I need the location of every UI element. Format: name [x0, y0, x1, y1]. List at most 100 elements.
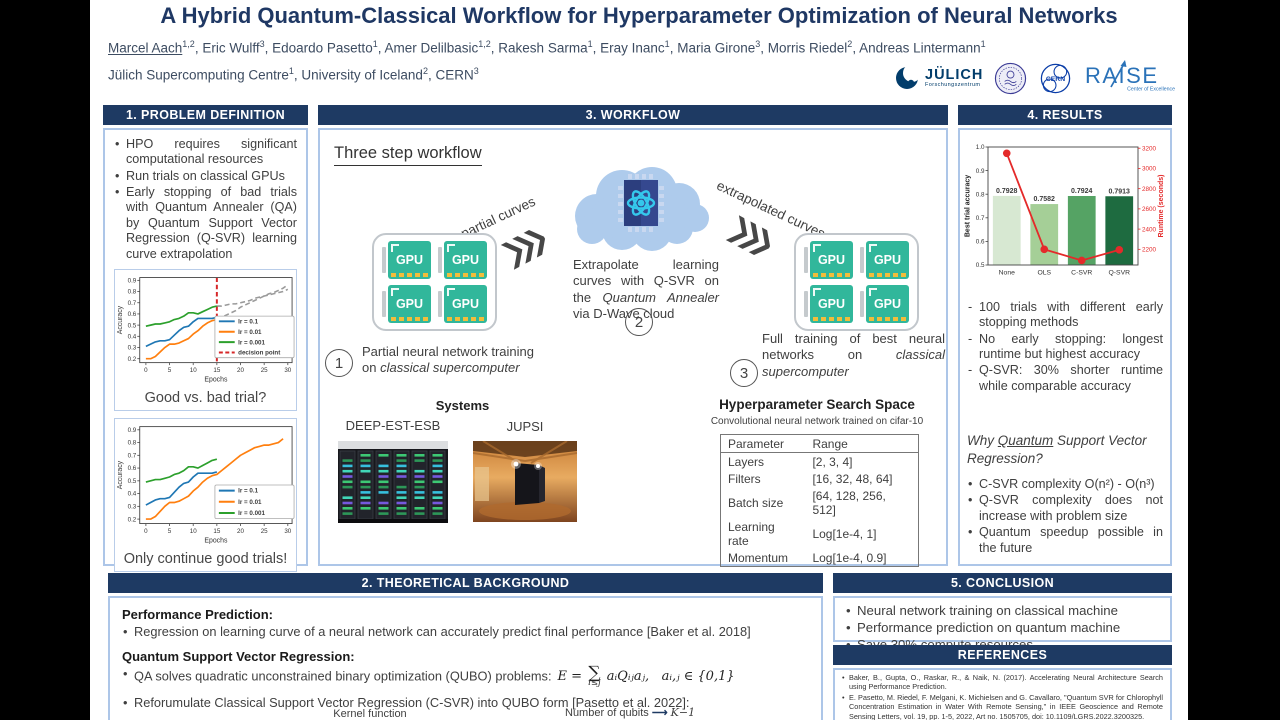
jupsi-photo: [473, 441, 577, 522]
author-affiliation-superscript: 1: [664, 39, 670, 49]
table-cell: [2, 3, 4]: [812, 454, 853, 469]
gpu-unit: GPU: [382, 285, 431, 323]
author-name: University of Iceland: [301, 67, 423, 83]
svg-text:lr = 0.001: lr = 0.001: [238, 510, 265, 517]
table-cell: Log[1e-4, 1]: [812, 526, 877, 541]
svg-text:0.3: 0.3: [128, 503, 137, 510]
qsvr-bullets: QA solves quadratic unconstrained binary…: [122, 664, 809, 711]
gpu-card-icon: GPU: [866, 241, 909, 279]
number-of-qubits-annotation: Number of qubits ⟶ K−1: [565, 706, 696, 719]
svg-text:5: 5: [168, 367, 172, 374]
svg-text:0.7: 0.7: [128, 452, 137, 459]
results-bullet: Q-SVR: 30% shorter runtime while compara…: [967, 363, 1163, 394]
author-name: Morris Riedel: [767, 40, 848, 56]
table-cell: Momentum: [728, 550, 789, 565]
gpu-unit: GPU: [438, 241, 487, 279]
svg-text:2600: 2600: [1142, 206, 1157, 213]
svg-text:25: 25: [261, 528, 268, 535]
gpu-connector-tab: [438, 247, 442, 273]
bullet: Reforumulate Classical Support Vector Re…: [122, 695, 809, 711]
author-name: Andreas Lintermann: [859, 40, 981, 56]
author-name: Eric Wulff: [202, 40, 260, 56]
svg-text:10: 10: [190, 367, 197, 374]
svg-text:0.4: 0.4: [128, 333, 137, 340]
juelich-logo-text: JÜLICH: [925, 66, 984, 83]
why-quantum-bullets: C-SVR complexity O(n²) - O(n³)Q-SVR comp…: [967, 477, 1163, 556]
step-number-1: 1: [325, 349, 353, 377]
why-bullet: Q-SVR complexity does not increase with …: [967, 493, 1163, 524]
table-header-cell: Parameter: [720, 434, 806, 453]
author-affiliation-superscript: 3: [473, 66, 479, 76]
svg-text:lr = 0.001: lr = 0.001: [238, 339, 265, 346]
gpu-connector-tab: [804, 291, 808, 317]
right-arrow-icon: ⟶: [651, 707, 668, 719]
svg-text:Epochs: Epochs: [204, 537, 228, 544]
svg-text:0.9: 0.9: [128, 427, 137, 434]
table-row: Layers[2, 3, 4]: [721, 453, 919, 471]
deep-est-esb-label: DEEP-EST-ESB: [345, 418, 441, 433]
svg-text:lr = 0.01: lr = 0.01: [238, 329, 262, 336]
text-run: Quantum Annealer: [602, 289, 720, 305]
text-run: Support Vector Regression?: [967, 433, 1147, 466]
juelich-logo: JÜLICH Forschungszentrum: [895, 65, 983, 91]
author-affiliation-superscript: 1: [587, 39, 593, 49]
university-iceland-seal-icon: [995, 62, 1027, 94]
section-heading: 3. WORKFLOW: [318, 105, 948, 125]
authors-line: Marcel Aach1,2, Eric Wulff3, Edoardo Pas…: [108, 39, 986, 56]
bullet-with-formula: QA solves quadratic unconstrained binary…: [122, 664, 809, 688]
svg-text:0.7928: 0.7928: [996, 188, 1018, 195]
author-affiliation-superscript: 3: [259, 39, 265, 49]
gpu-unit: GPU: [804, 241, 853, 279]
svg-text:0.5: 0.5: [128, 478, 137, 485]
svg-text:0.8: 0.8: [128, 289, 137, 296]
svg-text:0.9: 0.9: [976, 168, 985, 175]
svg-text:Best trial accuracy: Best trial accuracy: [965, 175, 972, 237]
search-space-subheading: Convolutional neural network trained on …: [710, 416, 924, 427]
gpu-connector-tab: [860, 247, 864, 273]
svg-text:30: 30: [284, 367, 291, 374]
svg-text:0.6: 0.6: [976, 239, 985, 246]
theory-body: Performance Prediction: Regression on le…: [108, 596, 823, 720]
svg-text:0.4: 0.4: [128, 491, 137, 498]
author-name: Amer Delilbasic: [384, 40, 479, 56]
svg-text:Q-SVR: Q-SVR: [1108, 270, 1130, 277]
poster: A Hybrid Quantum-Classical Workflow for …: [90, 0, 1188, 720]
section-heading: 2. THEORETICAL BACKGROUND: [108, 573, 823, 593]
problem-bullet: Run trials on classical GPUs: [114, 169, 297, 185]
step-3-description: Full training of best neural networks on…: [762, 331, 945, 380]
text-run: Extrapolate learning curves with Q-SVR o…: [573, 257, 719, 305]
juelich-swoosh-icon: [896, 65, 921, 89]
svg-text:3200: 3200: [1142, 145, 1157, 152]
performance-prediction-bullets: Regression on learning curve of a neural…: [122, 624, 809, 640]
gpu-card-icon: GPU: [866, 285, 909, 323]
author-affiliation-superscript: 2: [847, 39, 853, 49]
qsvr-title: Quantum Support Vector Regression:: [122, 648, 355, 664]
svg-text:3000: 3000: [1142, 166, 1157, 173]
raise-logo-subtext: Center of Excellence: [1128, 86, 1176, 92]
chart-caption: Good vs. bad trial?: [144, 389, 267, 406]
text-run: classical supercomputer: [380, 360, 520, 376]
why-bullet: Quantum speedup possible in the future: [967, 525, 1163, 556]
jupsi-label: JUPSI: [506, 419, 544, 434]
svg-text:0: 0: [144, 367, 148, 374]
workflow-subheading: Three step workflow: [334, 144, 482, 166]
gpu-card-icon: GPU: [444, 241, 487, 279]
text-run: classical supercomputer: [762, 347, 945, 379]
table-row: Batch size[64, 128, 256, 512]: [721, 487, 919, 518]
kernel-function-annotation: Kernel function: [333, 708, 407, 720]
svg-text:0.5: 0.5: [976, 262, 985, 269]
svg-text:2800: 2800: [1142, 186, 1157, 193]
author-affiliation-superscript: 1,2: [182, 39, 195, 49]
svg-text:Epochs: Epochs: [204, 376, 228, 383]
svg-text:0: 0: [144, 528, 148, 535]
svg-text:0.8: 0.8: [976, 191, 985, 198]
section-conclusion: 5. CONCLUSION Neural network training on…: [833, 573, 1172, 653]
